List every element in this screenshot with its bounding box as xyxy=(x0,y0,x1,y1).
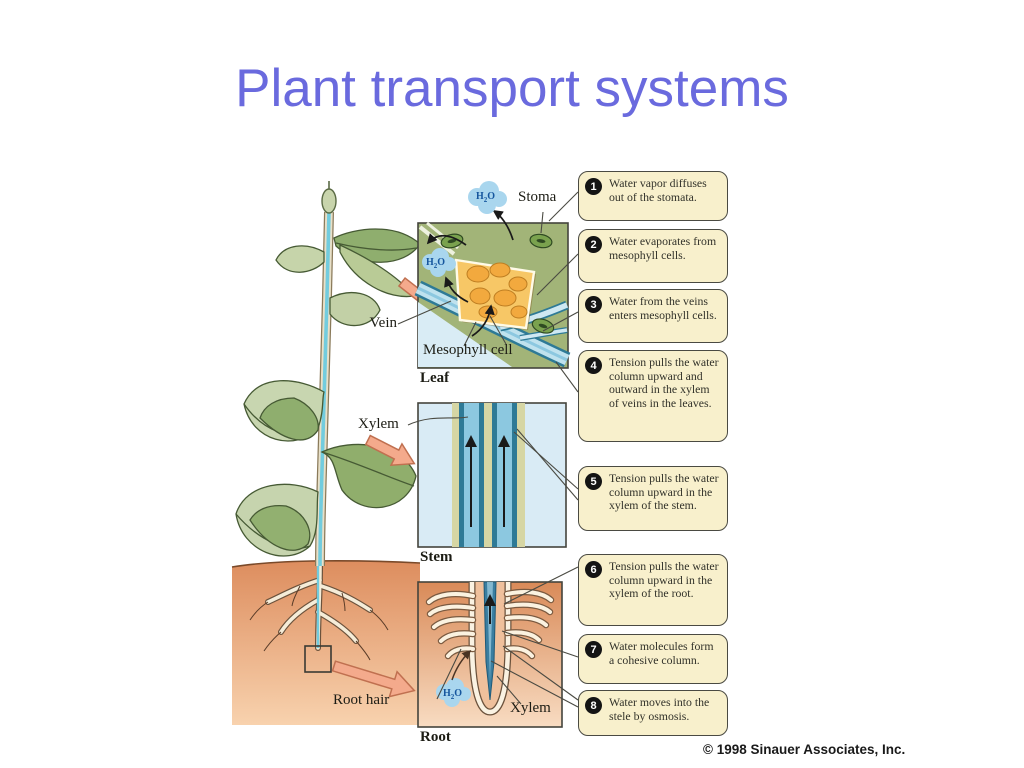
step-number-badge: 5 xyxy=(585,473,602,490)
copyright-notice: © 1998 Sinauer Associates, Inc. xyxy=(703,742,906,757)
callout-text: Water vapor diffuses out of the stomata. xyxy=(609,176,707,204)
callout-box-8: 8 Water moves into the stele by osmosis. xyxy=(578,690,728,736)
callout-text: Water moves into the stele by osmosis. xyxy=(609,695,710,723)
plant-leaves xyxy=(235,228,421,557)
leaf-panel xyxy=(414,210,571,369)
step-number-badge: 8 xyxy=(585,697,602,714)
callout-text: Water molecules form a cohesive column. xyxy=(609,639,714,667)
h2o-cloud-above-leaf xyxy=(468,181,507,214)
stem-panel xyxy=(417,402,567,548)
plant-roots xyxy=(249,563,389,673)
zoom-arrow-stem xyxy=(364,434,416,467)
root-panel-label: Root xyxy=(420,729,451,745)
step-number-badge: 4 xyxy=(585,357,602,374)
zoom-arrow-root xyxy=(331,660,416,698)
mesophyll-cluster xyxy=(454,258,536,330)
step-number-badge: 7 xyxy=(585,641,602,658)
callout-text: Tension pulls the water column upward in… xyxy=(609,559,719,601)
callout-box-5: 5 Tension pulls the water column upward … xyxy=(578,466,728,531)
step-number-badge: 1 xyxy=(585,178,602,195)
callout-box-2: 2 Water evaporates from mesophyll cells. xyxy=(578,229,728,283)
xylem-root-label: Xylem xyxy=(510,700,551,716)
h2o-cloud-leaf-inner xyxy=(422,248,456,277)
callout-text: Water from the veins enters mesophyll ce… xyxy=(609,294,717,322)
h2o-label-root: H2O xyxy=(443,688,463,701)
xylem-stem-label: Xylem xyxy=(358,416,399,432)
callout-box-3: 3 Water from the veins enters mesophyll … xyxy=(578,289,728,343)
step-number-badge: 6 xyxy=(585,561,602,578)
step-number-badge: 2 xyxy=(585,236,602,253)
root-panel xyxy=(417,581,563,728)
step-number-badge: 3 xyxy=(585,296,602,313)
leaf-panel-label: Leaf xyxy=(420,370,450,386)
callout-box-4: 4 Tension pulls the water column upward … xyxy=(578,350,728,442)
callout-box-1: 1 Water vapor diffuses out of the stomat… xyxy=(578,171,728,221)
root-tip-highlight-box xyxy=(304,645,332,673)
slide-title: Plant transport systems xyxy=(235,59,789,118)
plant-stem xyxy=(315,181,337,567)
root-hair-label: Root hair xyxy=(333,692,390,708)
h2o-label-above-leaf: H2O xyxy=(476,191,496,204)
callout-box-7: 7 Water molecules form a cohesive column… xyxy=(578,634,728,684)
stem-panel-label: Stem xyxy=(420,549,453,565)
h2o-cloud-root xyxy=(436,678,471,707)
stoma-label: Stoma xyxy=(518,189,557,205)
root-hairs xyxy=(425,588,555,660)
callout-text: Tension pulls the water column upward an… xyxy=(609,355,719,411)
h2o-label-leaf: H2O xyxy=(426,257,446,270)
pointer-lines xyxy=(397,191,579,708)
vein-label: Vein xyxy=(369,315,398,331)
callout-text: Tension pulls the water column upward in… xyxy=(609,471,719,513)
mesophyll-cell-label: Mesophyll cell xyxy=(423,342,513,358)
callout-text: Water evaporates from mesophyll cells. xyxy=(609,234,717,262)
stoma-icon xyxy=(440,233,555,334)
callout-box-6: 6 Tension pulls the water column upward … xyxy=(578,554,728,626)
plant-bud xyxy=(321,188,337,214)
